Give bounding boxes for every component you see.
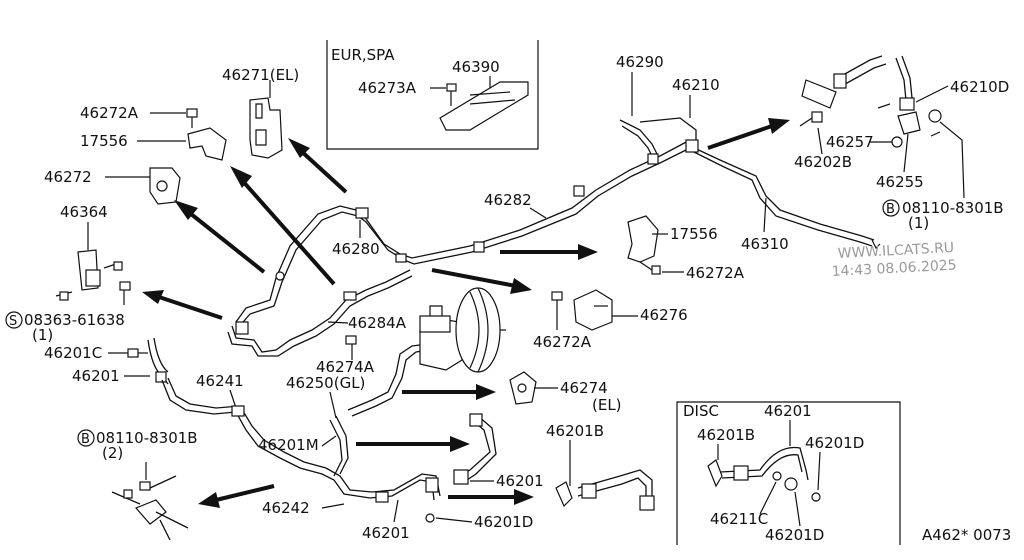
disc-label-46201b: 46201B — [697, 426, 755, 444]
label-08363-61638: 08363-61638 — [24, 311, 125, 329]
label-46273a: 46273A — [358, 79, 417, 97]
symbol-b-08110-left: B — [77, 429, 95, 447]
disc-label-46211c: 46211C — [710, 510, 768, 528]
label-46201-left: 46201 — [72, 367, 120, 385]
bolt-08363-icon — [55, 291, 73, 301]
label-46310: 46310 — [741, 235, 789, 253]
label-46272a-mid: 46272A — [533, 333, 592, 351]
label-46201b: 46201B — [546, 422, 604, 440]
bolt-46272a-mid-icon — [551, 291, 563, 330]
label-46364: 46364 — [60, 203, 108, 221]
label-46280: 46280 — [332, 240, 380, 258]
junction-block-left-icon — [111, 475, 189, 541]
label-46290: 46290 — [616, 53, 664, 71]
label-46274: 46274 — [560, 379, 608, 397]
label-46210: 46210 — [672, 76, 720, 94]
watermark-timestamp: 14:43 08.06.2025 — [831, 257, 957, 280]
label-46284a: 46284A — [348, 314, 407, 332]
bracket-46390-icon — [439, 81, 529, 131]
nut-left-icon — [119, 281, 131, 305]
reference-code: A462* 0073 — [922, 526, 1011, 544]
label-46202b: 46202B — [794, 153, 852, 171]
hose-46201b-icon — [555, 469, 655, 511]
disc-label-46201d-2: 46201D — [765, 526, 824, 544]
direction-arrows — [142, 118, 790, 508]
bracket-46271-icon — [249, 80, 283, 159]
label-08110-left: 08110-8301B — [96, 429, 198, 447]
label-46201c: 46201C — [44, 344, 102, 362]
inset-title-disc: DISC — [683, 402, 719, 420]
bolt-46273a-icon — [446, 83, 457, 106]
disc-bolt-46211c-icon — [772, 471, 821, 502]
washer-46201d-icon — [425, 513, 435, 523]
watermark-site: WWW.ILCATS.RU — [837, 240, 954, 262]
bolt-46272a-icon — [186, 108, 198, 128]
label-08110-right: 08110-8301B — [902, 199, 1004, 217]
svg-text:B: B — [81, 432, 90, 447]
label-46241: 46241 — [196, 372, 244, 390]
label-46250-gl: 46250(GL) — [286, 374, 365, 392]
label-08110-right-qty: (1) — [908, 214, 929, 232]
hose-46201-left-icon — [147, 337, 169, 385]
brake-pipe-network — [161, 117, 881, 503]
hose-upper-right-icon — [799, 55, 942, 148]
label-46272a-top: 46272A — [80, 104, 139, 122]
label-46242: 46242 — [262, 499, 310, 517]
master-cylinder-icon — [419, 305, 463, 371]
disc-label-46201: 46201 — [764, 402, 812, 420]
label-46390: 46390 — [452, 58, 500, 76]
svg-text:S: S — [9, 314, 17, 329]
inset-box-eur-spa: EUR,SPA 46390 46273A — [326, 40, 539, 150]
bracket-46276-icon — [573, 289, 613, 331]
symbol-b-08110-right: B — [882, 199, 900, 217]
label-08110-left-qty: (2) — [102, 444, 123, 462]
label-46282: 46282 — [484, 191, 532, 209]
label-46274a: 46274A — [316, 358, 375, 376]
label-46257: 46257 — [826, 133, 874, 151]
clip-17556-left-icon — [187, 127, 227, 161]
label-08363-qty: (1) — [32, 326, 53, 344]
label-46272: 46272 — [44, 168, 92, 186]
label-46210d: 46210D — [950, 78, 1009, 96]
label-46274-el: (EL) — [592, 396, 622, 414]
clip-46274-icon — [509, 371, 537, 405]
label-46255: 46255 — [876, 173, 924, 191]
label-46276: 46276 — [640, 306, 688, 324]
svg-text:B: B — [886, 202, 895, 217]
bolt-46274a-icon — [345, 335, 357, 345]
clip-17556-right-icon — [627, 215, 661, 275]
bracket-46364-icon — [77, 249, 101, 291]
label-46201m: 46201M — [258, 436, 319, 454]
label-17556-left: 17556 — [80, 132, 128, 150]
hose-46201-mid-icon — [453, 413, 497, 485]
label-46272a-right: 46272A — [686, 264, 745, 282]
label-46271-el: 46271(EL) — [222, 66, 299, 84]
inset-box-disc: DISC 46201 46201B 46201D 46211C 46201D — [676, 401, 901, 545]
label-46201-mid: 46201 — [496, 472, 544, 490]
label-17556-right: 17556 — [670, 225, 718, 243]
label-46201d-bottom: 46201D — [474, 513, 533, 531]
bolt-46201c-icon — [127, 348, 148, 358]
label-46201-bottom: 46201 — [362, 524, 410, 542]
disc-label-46201d-1: 46201D — [805, 434, 864, 452]
inset-title-eur-spa: EUR,SPA — [331, 46, 395, 64]
clamp-46272-icon — [149, 167, 181, 205]
bolt-upper-left-icon — [103, 261, 123, 271]
brake-booster-icon — [455, 287, 506, 373]
symbol-s-08363: S — [5, 311, 23, 329]
disc-hose-icon — [707, 446, 809, 488]
